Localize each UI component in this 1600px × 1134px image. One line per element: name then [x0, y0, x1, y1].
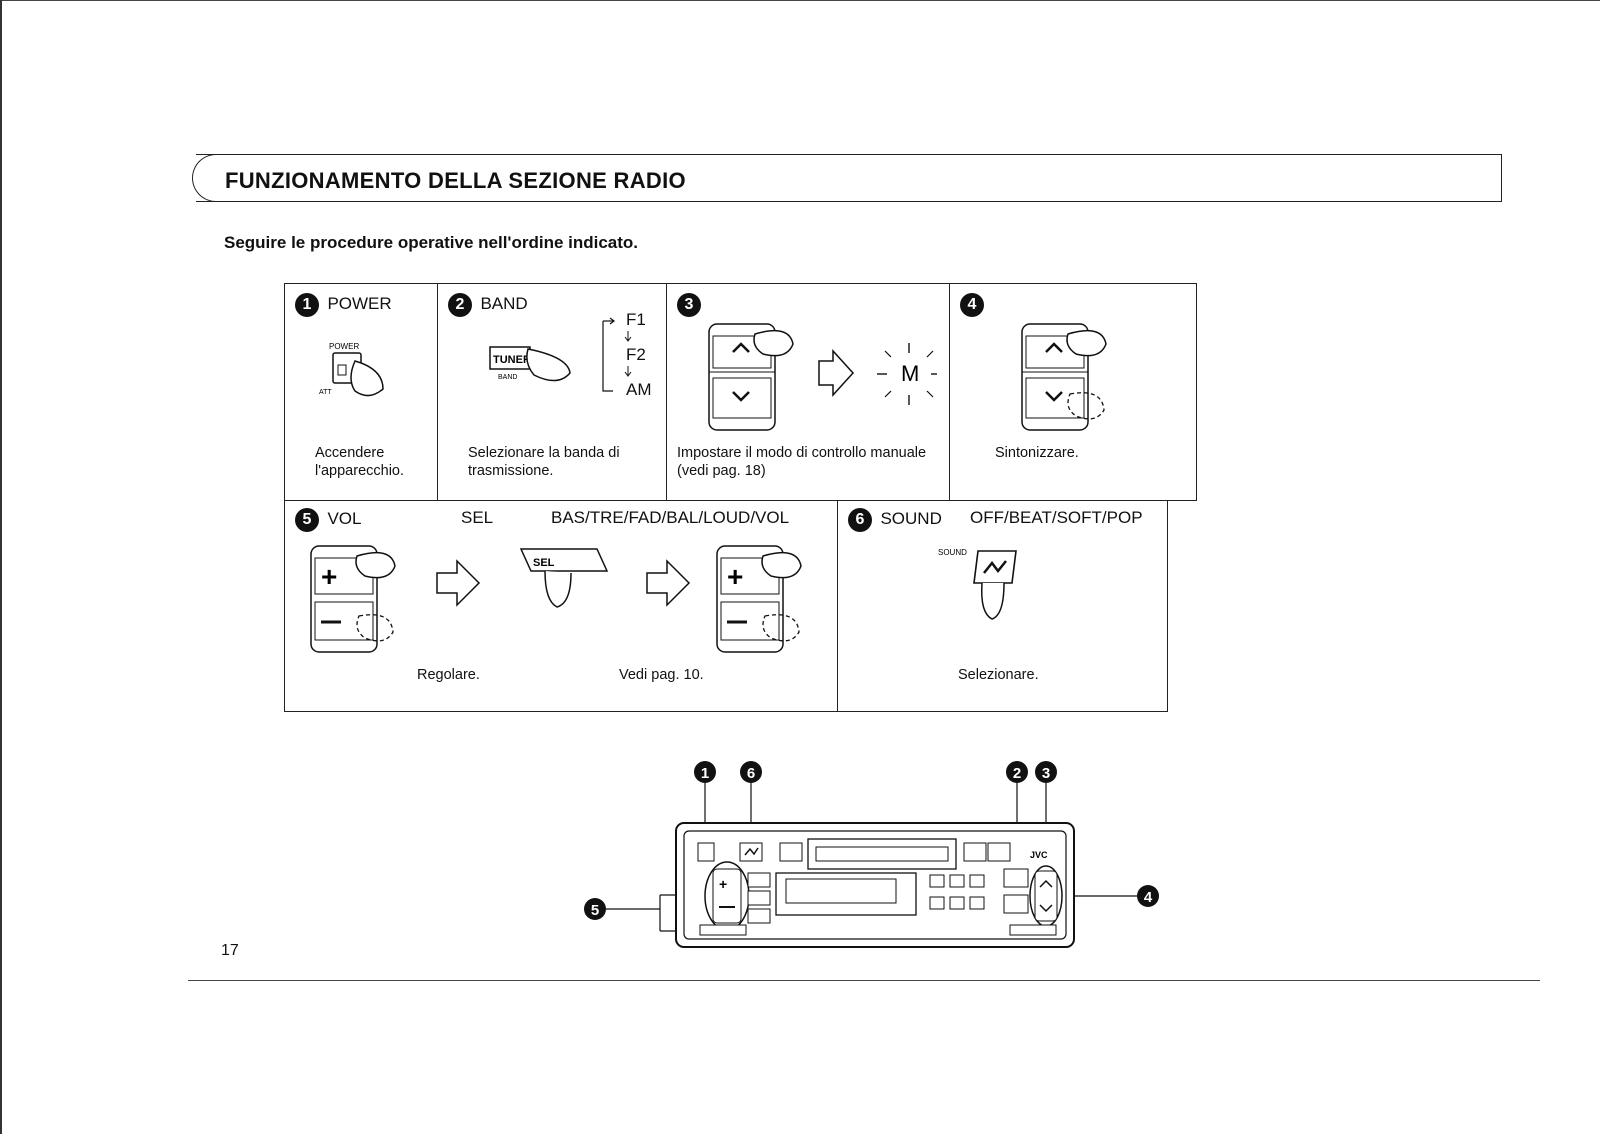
step-3-cell: 3 M Impostare il modo di controllo manua… [666, 283, 950, 501]
radio-front-panel: 1 6 2 3 5 4 JVC + [584, 761, 1159, 948]
power-button-illustration: POWER ATT [319, 342, 384, 397]
page-top-edge [0, 0, 1600, 1]
tuner-text: TUNER [493, 354, 531, 366]
step-3-number: 3 [677, 293, 701, 317]
step-6-label: SOUND [880, 509, 942, 529]
step-5-sel-label: SEL [461, 508, 494, 527]
step-1-cell: 1 POWER POWER ATT Accendere l'apparecchi… [284, 283, 438, 501]
sound-button-text: SOUND [938, 548, 967, 557]
step-4-caption: Sintonizzare. [995, 445, 1079, 461]
step-2-cell: 2 BAND TUNER BAND F1 F2 AM Selezionare l… [437, 283, 667, 501]
svg-text:+: + [727, 561, 743, 592]
power-button-text: POWER [329, 342, 359, 351]
svg-text:2: 2 [1013, 765, 1021, 782]
step-6-caption: Selezionare. [958, 667, 1039, 683]
tuner-button-illustration: TUNER BAND [489, 346, 571, 382]
step-1-label: POWER [327, 294, 392, 314]
tuning-rocker-illustration [708, 323, 794, 431]
step-2-caption-line1: Selezionare la banda di [468, 445, 620, 461]
step-6-number: 6 [848, 508, 872, 532]
step-5-caption-left: Regolare. [417, 667, 480, 683]
step-5-caption-right: Vedi pag. 10. [619, 667, 704, 683]
manual-mode-indicator: M [818, 343, 937, 405]
step-1-caption-line2: l'apparecchio. [315, 463, 405, 479]
band-am: AM [626, 380, 652, 399]
svg-text:+: + [719, 876, 727, 892]
step-2-number: 2 [448, 293, 472, 317]
page-left-edge [0, 0, 2, 1134]
volume-rocker-illustration: + [310, 545, 396, 653]
step-3-caption-line2: (vedi pag. 18) [677, 463, 766, 479]
step-6-sequence: OFF/BEAT/SOFT/POP [970, 508, 1143, 527]
svg-text:5: 5 [591, 902, 599, 919]
svg-text:+: + [321, 561, 337, 592]
svg-text:1: 1 [701, 765, 709, 782]
page-number: 17 [221, 942, 239, 959]
arrow-right-icon-2 [646, 559, 691, 607]
band-cycle-arrows [602, 317, 632, 392]
att-text: ATT [319, 389, 332, 396]
footer-rule [188, 980, 1540, 981]
svg-text:6: 6 [747, 765, 755, 782]
svg-text:3: 3 [1042, 765, 1050, 782]
section-header-curve [192, 154, 233, 202]
svg-text:4: 4 [1144, 889, 1153, 906]
sel-button-illustration: SEL [519, 548, 609, 608]
step-6-cell: 6 SOUND OFF/BEAT/SOFT/POP SOUND Selezion… [837, 500, 1168, 712]
tuning-rocker-illustration-2 [1021, 323, 1107, 431]
arrow-right-icon [436, 559, 481, 607]
step-5-cell: 5 VOL SEL BAS/TRE/FAD/BAL/LOUD/VOL + SEL… [284, 500, 838, 712]
sound-button-illustration: SOUND [938, 548, 1017, 620]
step-1-number: 1 [295, 293, 319, 317]
callout-5: 5 [584, 894, 710, 932]
step-4-number: 4 [960, 293, 984, 317]
brand-logo: JVC [1030, 850, 1048, 860]
section-header-frame [196, 154, 1502, 202]
instructions-subtitle: Seguire le procedure operative nell'ordi… [224, 233, 639, 252]
step-2-caption-line2: trasmissione. [468, 463, 554, 479]
step-5-label: VOL [327, 509, 362, 529]
band-f2: F2 [626, 345, 646, 364]
section-title: FUNZIONAMENTO DELLA SEZIONE RADIO [225, 168, 686, 193]
step-5-number: 5 [295, 508, 319, 532]
step-2-label: BAND [480, 294, 528, 314]
band-text: BAND [498, 374, 517, 381]
step-1-caption-line1: Accendere [315, 445, 385, 461]
volume-rocker-illustration-2: + [716, 545, 802, 653]
step-4-cell: 4 Sintonizzare. [949, 283, 1197, 501]
band-f1: F1 [626, 310, 646, 329]
step-5-sequence: BAS/TRE/FAD/BAL/LOUD/VOL [551, 508, 790, 527]
manual-m-letter: M [901, 361, 919, 386]
sel-button-text: SEL [533, 557, 555, 569]
step-3-caption-line1: Impostare il modo di controllo manuale [677, 445, 927, 461]
